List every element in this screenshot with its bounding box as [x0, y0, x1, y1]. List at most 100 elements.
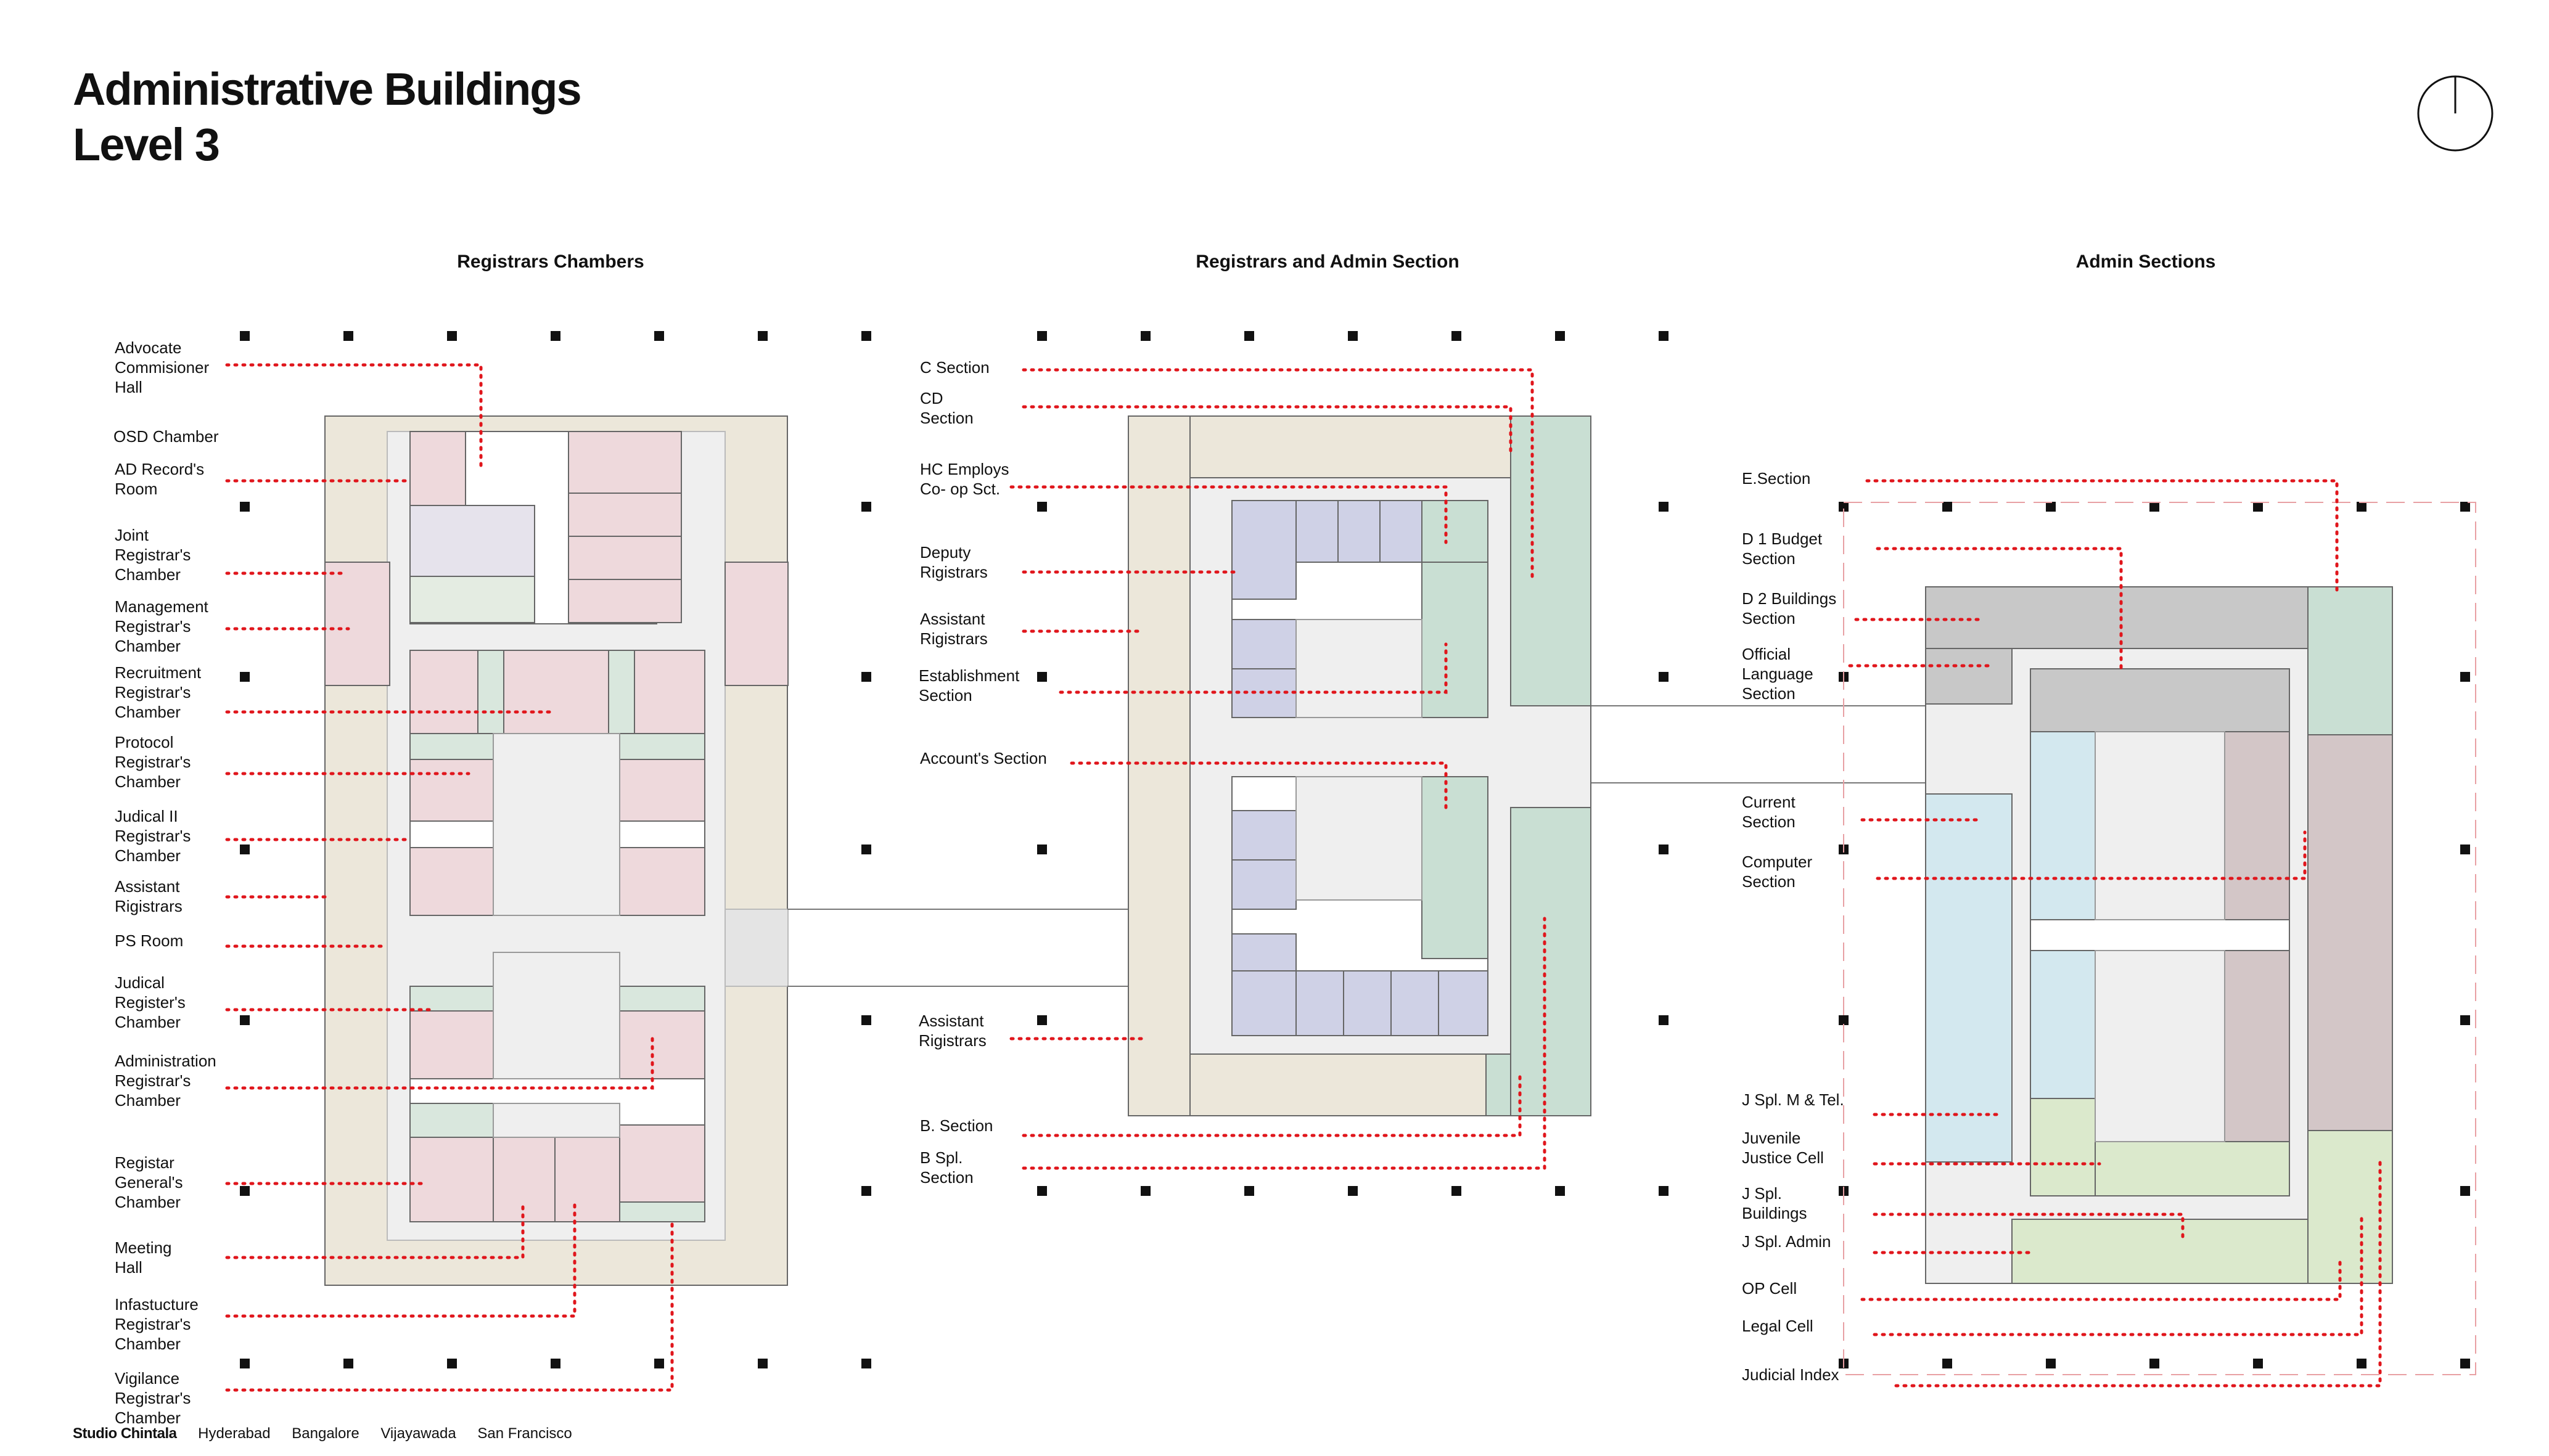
room-judical-register — [409, 1010, 494, 1079]
page-title: Administrative Buildings Level 3 — [73, 62, 582, 173]
leader-line — [1022, 368, 1534, 581]
label-judicial-index: Judicial Index — [1742, 1365, 1839, 1384]
room-j-spl-admin-east — [2307, 1130, 2393, 1284]
column-dot — [2460, 672, 2470, 682]
label-protocol-registrar: Protocol Registrar's Chamber — [115, 733, 191, 791]
label-infastucture-registrar: Infastucture Registrar's Chamber — [115, 1295, 199, 1353]
east-wing-c-section — [1510, 415, 1591, 706]
room-account-b — [1231, 859, 1297, 910]
column-dot — [240, 1359, 250, 1368]
label-assistant-rigistrars-lower: Assistant Rigistrars — [919, 1012, 987, 1050]
room-e-section — [2307, 586, 2393, 735]
column-dot — [2357, 502, 2366, 512]
column-dot — [861, 1015, 871, 1025]
leader-line — [1873, 1213, 2185, 1241]
room-advocate-hall — [409, 576, 535, 623]
column-dot — [1037, 845, 1047, 854]
column-dot — [1141, 331, 1151, 341]
column-dot — [240, 502, 250, 512]
north-arrow-icon — [2417, 75, 2494, 152]
column-dot — [240, 1015, 250, 1025]
room-service-f — [619, 986, 705, 1012]
room-deputy-registrars — [1231, 500, 1297, 600]
column-dot — [1244, 1186, 1254, 1196]
label-d2-buildings: D 2 Buildings Section — [1742, 589, 1837, 628]
label-j-spl-m-tel: J Spl. M & Tel. — [1742, 1090, 1844, 1109]
building-admin-sections — [1843, 502, 2476, 1375]
room-blue-a — [2030, 731, 2096, 920]
core-wc-lower — [1295, 776, 1422, 901]
label-joint-registrar: Joint Registrar's Chamber — [115, 526, 191, 584]
room-service-e — [409, 986, 494, 1012]
north-band — [1189, 415, 1511, 478]
label-assistant-rigistrars-upper: Assistant Rigistrars — [920, 610, 988, 648]
room-mauve-b — [2224, 950, 2290, 1142]
room-lav-h — [1438, 970, 1488, 1036]
leader-line — [1059, 642, 1448, 694]
building-registrars-admin — [1128, 415, 1591, 1116]
south-band — [1189, 1053, 1487, 1116]
footer-city: Bangalore — [292, 1425, 359, 1442]
column-dot — [1037, 1186, 1047, 1196]
label-administration-registrar: Administration Registrar's Chamber — [115, 1052, 216, 1110]
section-title-registrars-chambers: Registrars Chambers — [457, 252, 644, 272]
room-d1-budget — [2030, 668, 2290, 732]
column-dot — [1451, 331, 1461, 341]
column-dot — [1659, 1186, 1669, 1196]
label-b-spl-section: B Spl. Section — [920, 1148, 974, 1187]
column-dot — [2149, 1359, 2159, 1368]
column-dot — [1037, 672, 1047, 682]
room-vigilance — [619, 1124, 705, 1203]
label-ps-room: PS Room — [115, 931, 184, 950]
room-juvenile-justice — [2030, 1098, 2096, 1196]
label-judical-ii-registrar: Judical II Registrar's Chamber — [115, 807, 191, 865]
column-dot — [1942, 502, 1952, 512]
label-meeting-hall: Meeting Hall — [115, 1238, 172, 1277]
label-establishment-section: Establishment Section — [919, 666, 1020, 705]
column-dot — [1839, 1015, 1849, 1025]
column-dot — [654, 1359, 664, 1368]
column-dot — [1348, 1186, 1358, 1196]
column-dot — [447, 1359, 457, 1368]
room-j-spl-buildings — [2095, 1141, 2290, 1196]
column-dot — [551, 331, 560, 341]
room-osd-chamber — [409, 431, 466, 506]
west-wing-cd — [1128, 415, 1191, 1116]
leader-line — [1009, 485, 1448, 544]
room-judical-ii — [409, 759, 494, 822]
label-current-section: Current Section — [1742, 793, 1796, 831]
room-chamber-a — [568, 431, 682, 494]
leader-line — [1860, 1259, 2342, 1301]
room-chamber-c — [568, 536, 682, 580]
label-j-spl-buildings: J Spl. Buildings — [1742, 1184, 1807, 1222]
leader-line — [225, 1200, 525, 1259]
core-entry — [493, 1103, 620, 1138]
room-chamber-f — [619, 847, 705, 916]
column-dot — [1659, 1015, 1669, 1025]
core-wc-upper — [1295, 619, 1422, 718]
column-dot — [1037, 502, 1047, 512]
column-dot — [2253, 502, 2263, 512]
footer-city: Hyderabad — [198, 1425, 271, 1442]
room-service-g — [409, 1103, 494, 1138]
room-lav-d — [1231, 933, 1297, 971]
room-chamber-b — [568, 493, 682, 537]
site-boundary — [1843, 502, 2476, 1375]
column-dot — [2253, 1359, 2263, 1368]
room-service-a — [477, 650, 504, 734]
column-dot — [758, 331, 768, 341]
column-dot — [240, 331, 250, 341]
room-joint-registrar-west — [324, 562, 390, 686]
label-advocate-commisioner-hall: Advocate Commisioner Hall — [115, 338, 210, 396]
label-hc-employs: HC Employs Co- op Sct. — [920, 460, 1009, 498]
label-b-section: B. Section — [920, 1116, 993, 1135]
label-d1-budget: D 1 Budget Section — [1742, 530, 1823, 568]
label-deputy-rigistrars: Deputy Rigistrars — [920, 543, 988, 581]
room-service-h — [619, 1201, 705, 1222]
leader-line — [1876, 830, 2307, 880]
column-dot — [1037, 331, 1047, 341]
room-lav-b — [1337, 500, 1381, 563]
room-lav-g — [1390, 970, 1439, 1036]
label-op-cell: OP Cell — [1742, 1279, 1797, 1298]
room-hc-employs — [1421, 500, 1488, 563]
